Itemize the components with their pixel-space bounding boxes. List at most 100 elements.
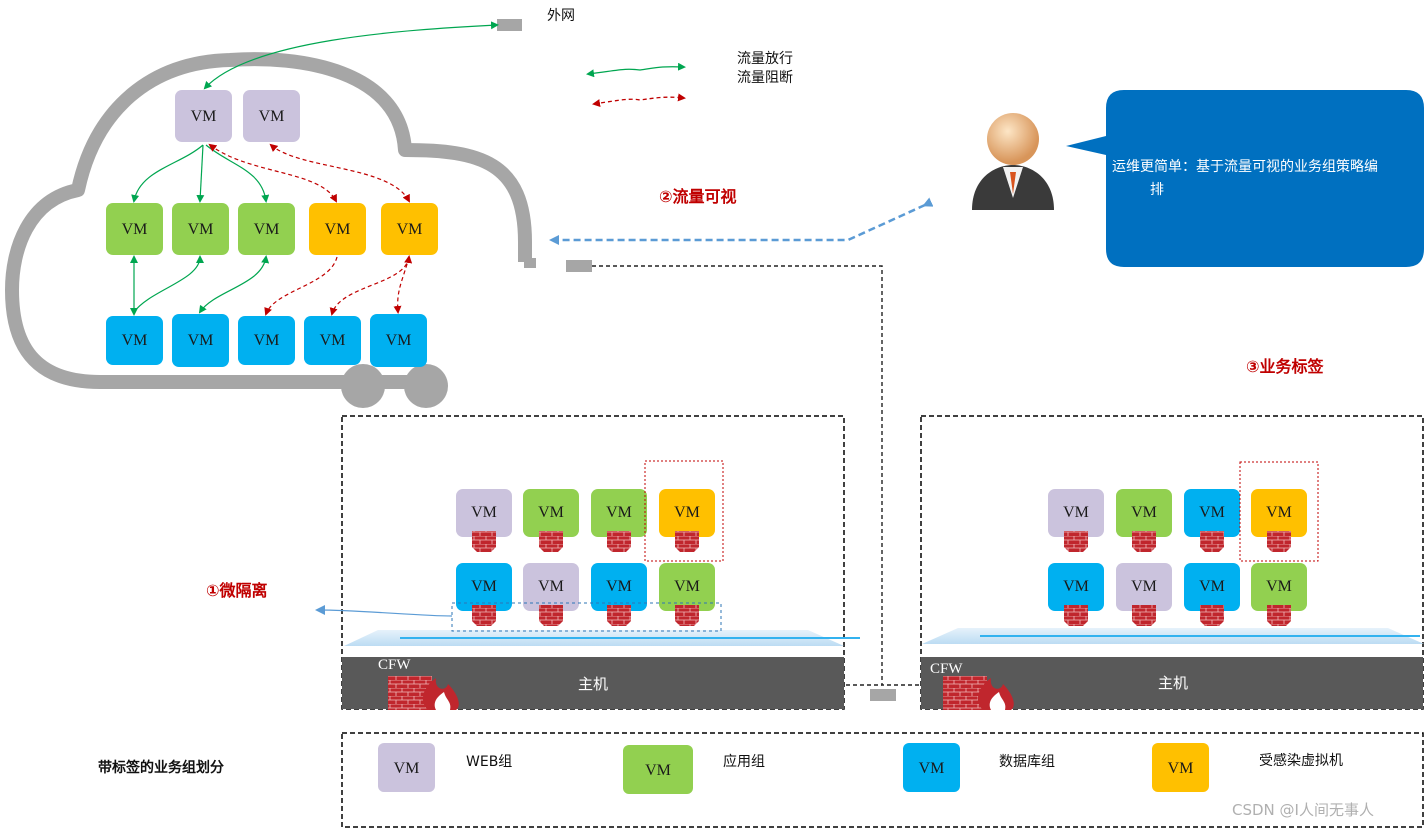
vm-label: VM <box>254 221 280 238</box>
vm-web <box>523 563 579 611</box>
vm-label: VM <box>538 504 564 521</box>
vm-db <box>1184 489 1240 537</box>
vm-db <box>1048 563 1104 611</box>
vm-app <box>1116 489 1172 537</box>
step2-traffic-visibility-label: ②流量可视 <box>659 187 737 206</box>
group-legend-title: 带标签的业务组划分 <box>98 759 224 776</box>
step1-micro-isolation-label: ①微隔离 <box>206 581 268 600</box>
vm-db <box>304 316 361 365</box>
legend-label-web: WEB组 <box>466 754 512 770</box>
vm-label: VM <box>122 221 148 238</box>
vm-label: VM <box>1063 578 1089 595</box>
vm-label: VM <box>1131 578 1157 595</box>
cloud-vm-group: VM VM VM VM VM VM VM VM VM VM VM VM <box>106 90 438 367</box>
vm-label: VM <box>188 221 214 238</box>
vm-infected <box>309 203 366 255</box>
host-2: 主机 CFW VM VM VM VM VM VM VM VM <box>920 415 1424 710</box>
block-legend-label: 流量阻断 <box>737 70 793 86</box>
vm-label: VM <box>191 108 217 125</box>
cloud-shape <box>5 52 536 408</box>
legend-swatch-web <box>378 743 435 792</box>
vm-label: VM <box>538 578 564 595</box>
vm-label: VM <box>1199 578 1225 595</box>
micro-isolation-arrow <box>315 605 453 617</box>
vm-web <box>243 90 300 142</box>
cfw-firewall-icon <box>943 676 1014 710</box>
vm-label: VM <box>325 221 351 238</box>
vm-app <box>591 489 647 537</box>
step3-business-tag-label: ③业务标签 <box>1246 357 1325 376</box>
host-2-label: 主机 <box>1158 674 1188 692</box>
micro-isolation-box <box>451 602 722 632</box>
vm-label: VM <box>1266 504 1292 521</box>
network-link-line <box>592 265 920 686</box>
block-legend-arrow <box>592 93 686 108</box>
host-1-frame <box>341 415 845 710</box>
group-legend-frame <box>341 732 1424 828</box>
isolation-highlight-box <box>1239 461 1319 562</box>
vm-label: VM <box>1168 760 1194 777</box>
isolation-highlight-box <box>644 460 724 562</box>
vm-label: VM <box>645 762 671 779</box>
vm-label: VM <box>394 760 420 777</box>
vm-app <box>106 203 163 255</box>
vm-infected <box>1251 489 1307 537</box>
vm-label: VM <box>471 578 497 595</box>
host-1-cfw-label: CFW <box>378 657 411 673</box>
vm-label: VM <box>254 332 280 349</box>
host-1-label: 主机 <box>578 675 608 693</box>
vm-label: VM <box>1063 504 1089 521</box>
vm-db <box>238 316 295 365</box>
host-2-frame <box>920 415 1424 710</box>
visibility-dashed-arrow <box>549 197 934 245</box>
admin-bubble-line2: 排 <box>1150 182 1164 198</box>
host-port-icon <box>870 689 896 701</box>
external-network-label: 外网 <box>547 8 575 24</box>
vm-label: VM <box>674 504 700 521</box>
vm-firewall-icons <box>472 531 699 626</box>
cloud-port-icon <box>566 260 592 272</box>
vm-label: VM <box>259 108 285 125</box>
vm-label: VM <box>188 332 214 349</box>
vm-web <box>1048 489 1104 537</box>
blocked-flow-arrows <box>208 143 413 316</box>
vm-db <box>370 314 427 367</box>
vm-web <box>456 489 512 537</box>
host-2-cfw-label: CFW <box>930 661 963 677</box>
vm-label: VM <box>1199 504 1225 521</box>
allow-legend-arrow <box>586 62 686 78</box>
vm-label: VM <box>919 760 945 777</box>
vm-label: VM <box>386 332 412 349</box>
vm-firewall-icons <box>1064 531 1291 626</box>
vm-infected <box>659 489 715 537</box>
vm-label: VM <box>471 504 497 521</box>
vm-db <box>591 563 647 611</box>
vm-label: VM <box>320 332 346 349</box>
vm-db <box>106 316 163 365</box>
legend-swatch-db <box>903 743 960 792</box>
vm-label: VM <box>674 578 700 595</box>
vm-web <box>175 90 232 142</box>
vm-db <box>456 563 512 611</box>
vm-label: VM <box>397 221 423 238</box>
host-1: 主机 CFW VM VM VM VM VM VM VM VM <box>341 415 860 710</box>
watermark: CSDN @I人间无事人 <box>1232 801 1374 819</box>
allow-legend-label: 流量放行 <box>737 51 793 67</box>
legend-label-app: 应用组 <box>723 753 765 770</box>
external-network-port-icon <box>497 19 522 31</box>
vm-label: VM <box>1266 578 1292 595</box>
vm-app <box>238 203 295 255</box>
vm-label: VM <box>606 578 632 595</box>
vm-app <box>523 489 579 537</box>
admin-speech-bubble <box>1066 90 1424 267</box>
admin-person-icon <box>972 113 1054 210</box>
vm-label: VM <box>606 504 632 521</box>
legend-label-db: 数据库组 <box>999 754 1055 770</box>
legend-label-infected: 受感染虚拟机 <box>1259 752 1343 769</box>
legend-swatch-app <box>623 745 693 794</box>
admin-bubble-text: 运维更简单：基于流量可视的业务组策略编 排 <box>1112 156 1424 202</box>
cfw-firewall-icon <box>388 676 459 710</box>
vm-web <box>1116 563 1172 611</box>
vm-app <box>659 563 715 611</box>
